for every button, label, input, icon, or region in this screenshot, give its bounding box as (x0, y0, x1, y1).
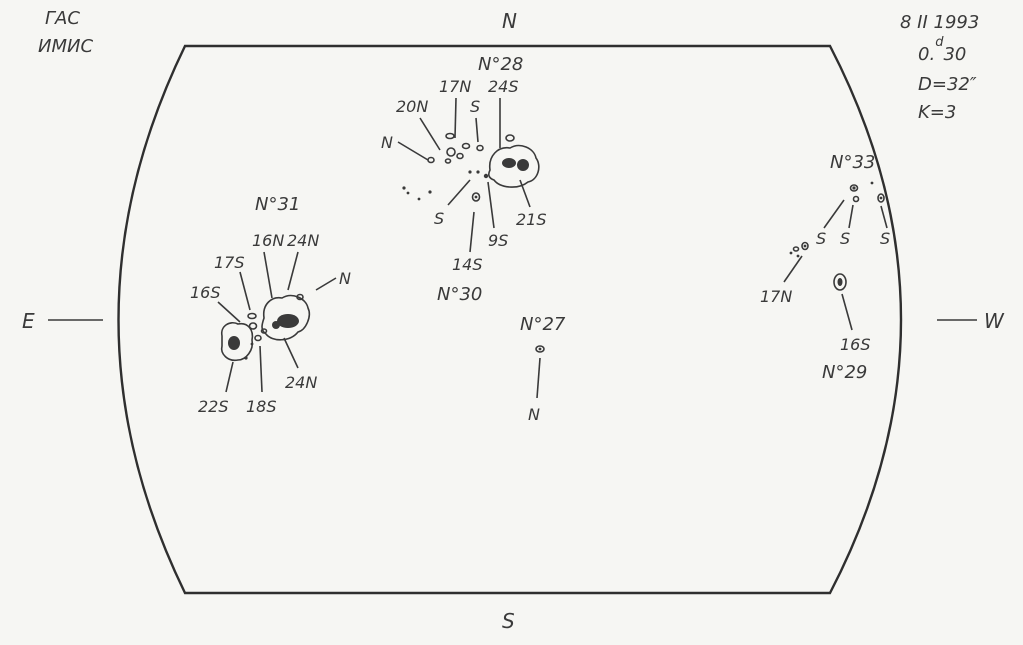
g33-label-17N: 17N (760, 287, 792, 306)
time-main: 0. (918, 44, 935, 65)
g33-spot-2 (852, 195, 860, 203)
k-value: K=3 (918, 102, 956, 123)
time-tail: 30 (943, 44, 966, 65)
west-label: W (984, 309, 1005, 333)
south-label: S (502, 609, 515, 633)
g28-pore-b (427, 156, 435, 164)
g31-label-16N: 16N (252, 231, 284, 250)
g28-label-S-top: S (470, 97, 480, 116)
group-31-id: N°31 (255, 194, 300, 215)
g33-pore-a (792, 246, 800, 252)
g28-umbra-1 (502, 158, 516, 168)
g28-label-24S: 24S (488, 77, 519, 96)
g28-pore-f (446, 147, 456, 157)
g28-dot-6 (428, 190, 432, 194)
g28-dot-1 (468, 170, 472, 174)
observation-date: 8 II 1993 (900, 12, 979, 33)
g27-pointer-line (536, 357, 541, 399)
g33-label-S-3: S (880, 229, 890, 248)
g33-spot-3 (877, 193, 885, 203)
g33-label-S-1: S (816, 229, 826, 248)
g31-umbra-leader-b (272, 321, 280, 329)
g33-spot-17N (801, 241, 809, 251)
g29-label-16S: 16S (840, 335, 871, 354)
g30-pointer-line (469, 211, 475, 253)
g29-pointer-line (841, 293, 853, 331)
g33-spot-1 (849, 184, 859, 192)
g31-label-16S: 16S (190, 283, 221, 302)
g33-pointer-lines (783, 199, 888, 283)
g28-dot-4 (402, 186, 406, 190)
disk-diameter: D=32″ (918, 74, 977, 95)
group-33-id: N°33 (830, 152, 875, 173)
g33-label-S-2: S (840, 229, 850, 248)
g27-spot-core (538, 347, 542, 351)
g28-umbra-2 (517, 159, 529, 171)
group-28-id: N°28 (478, 54, 523, 75)
time-sup: d (935, 35, 944, 50)
g28-pore-e (476, 144, 484, 152)
g28-penumbra-main (488, 144, 540, 188)
group-29-id: N°29 (822, 362, 867, 383)
north-label: N (502, 9, 517, 33)
g28-pore-h (444, 158, 452, 164)
g31-pore-d (260, 328, 268, 334)
g31-pointer-lines (217, 251, 337, 393)
g31-umbra-follower (228, 336, 240, 350)
group-27-id: N°27 (520, 314, 566, 335)
g29-umbra (837, 278, 843, 286)
g31-umbra-leader (277, 314, 299, 328)
g31-label-24N-top: 24N (287, 231, 319, 250)
g30-label-14S: 14S (452, 255, 483, 274)
g28-label-9S: 9S (488, 231, 508, 250)
g31-penumbra-follower (220, 321, 254, 362)
g31-label-N: N (339, 269, 351, 288)
g31-pore-b (248, 322, 258, 330)
east-label: E (22, 309, 35, 333)
g31-dot-a (244, 356, 248, 360)
g28-pore-d (461, 142, 471, 150)
g31-label-17S: 17S (214, 253, 245, 272)
g28-pore-c (445, 132, 455, 140)
g28-dot-2 (476, 170, 480, 174)
g28-dot-3 (483, 173, 489, 179)
g31-label-22S: 22S (198, 397, 229, 416)
g28-dot-5 (406, 191, 410, 195)
g28-label-21S: 21S (516, 210, 547, 229)
g29-penumbra (833, 273, 847, 291)
observatory-line2: ИМИС (38, 36, 93, 57)
g33-spots (789, 181, 885, 258)
g31-label-24N-low: 24N (285, 373, 317, 392)
g31-spots (220, 293, 311, 362)
group-30-id: N°30 (437, 284, 482, 305)
g28-label-S-low: S (434, 209, 444, 228)
g28-label-20N: 20N (396, 97, 428, 116)
g31-pore-e (296, 293, 304, 301)
g28-spots (402, 132, 540, 202)
g31-pore-a (247, 312, 257, 320)
g31-pore-c (254, 334, 262, 342)
observation-time: 0.d30 (918, 35, 966, 65)
g28-label-N: N (381, 133, 393, 152)
g27-spot (535, 345, 545, 353)
g28-pore-a (505, 134, 515, 142)
g28-label-17N: 17N (439, 77, 471, 96)
g31-label-18S: 18S (246, 397, 277, 416)
observatory-line1: ГАС (45, 8, 80, 29)
g31-dot-b (250, 342, 254, 346)
g28-pointer-lines (397, 97, 531, 229)
g30-spot (471, 192, 481, 202)
g28-dot-7 (417, 197, 421, 201)
g30-spot-core (474, 195, 478, 199)
g27-label-N: N (528, 405, 540, 424)
g28-pore-g (456, 152, 464, 160)
g33-dot (870, 181, 874, 185)
solar-disk-frame (117, 44, 903, 595)
